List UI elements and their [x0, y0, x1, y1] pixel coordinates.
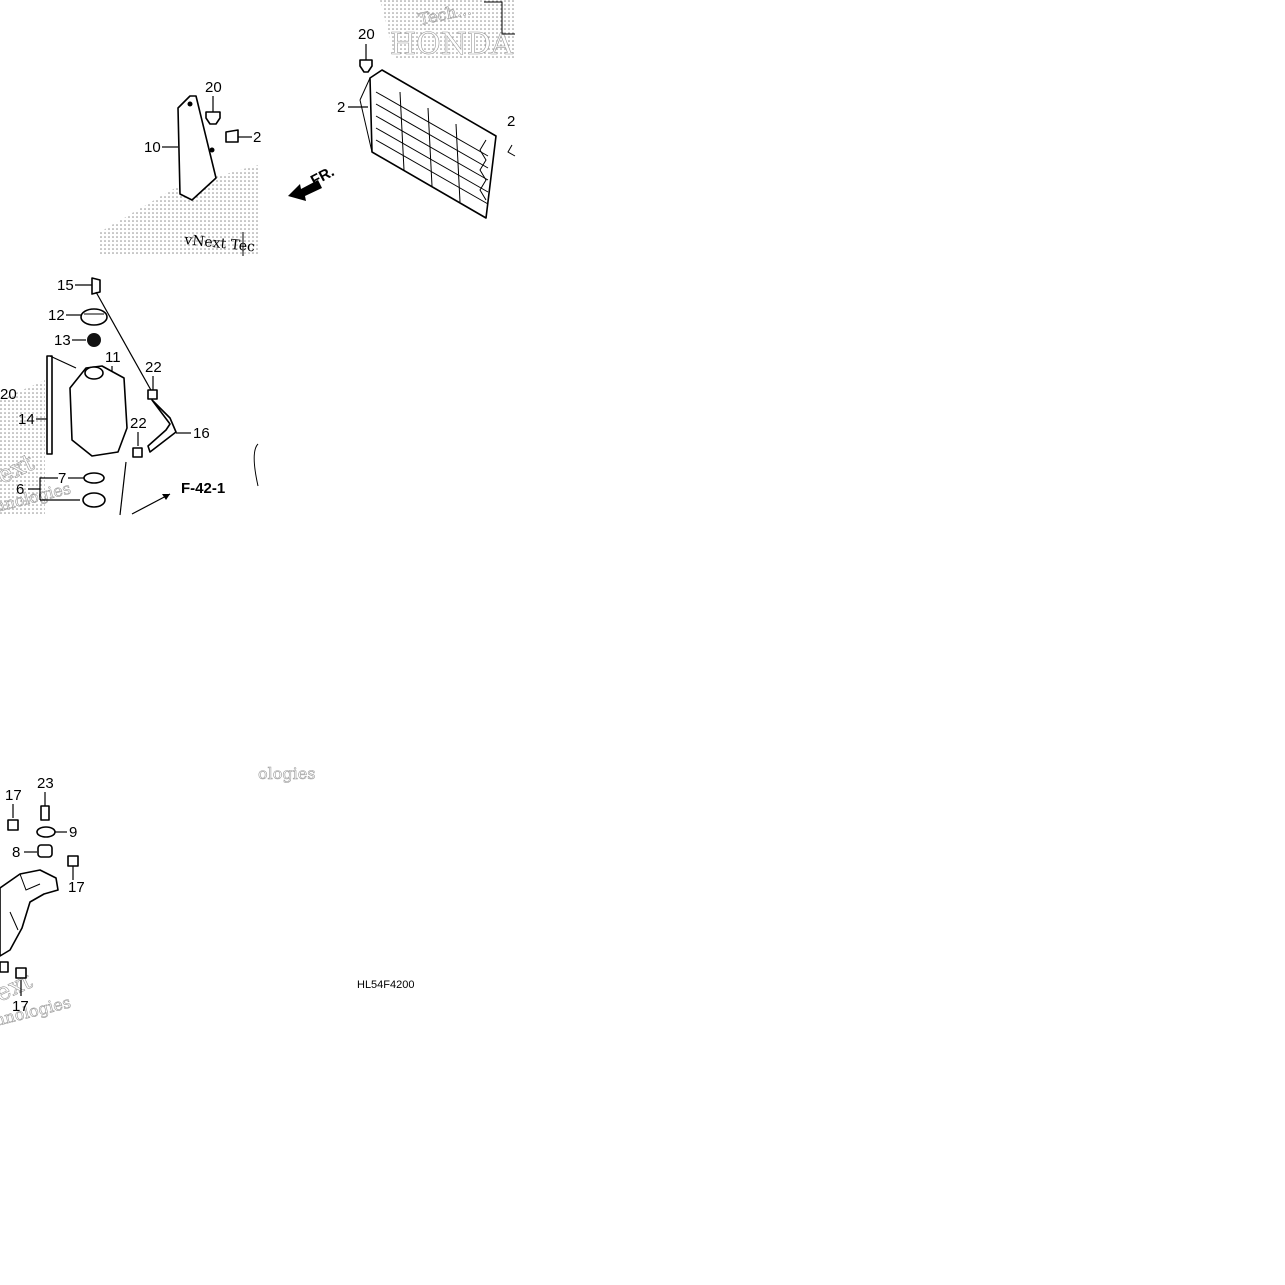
- callout-20-tank: 20: [0, 386, 17, 403]
- fastener-partial-right: [507, 144, 516, 157]
- clip-2-shroud: [225, 129, 239, 143]
- callout-12: 12: [48, 307, 65, 324]
- callout-20-shroud: 20: [205, 79, 222, 96]
- grommet-8: [37, 844, 53, 858]
- callout-6: 6: [16, 481, 24, 498]
- bolt-23: [40, 805, 50, 821]
- cap-6: [82, 492, 106, 508]
- callout-8: 8: [12, 844, 20, 861]
- callout-17-bottom: 17: [12, 998, 29, 1015]
- watermark-band-left: [0, 380, 45, 515]
- leader-6: [28, 477, 58, 490]
- radiator-grille: [359, 69, 497, 219]
- callout-22-upper: 22: [145, 359, 162, 376]
- callout-9: 9: [69, 824, 77, 841]
- oring-7: [83, 472, 105, 484]
- clamp-15: [91, 277, 101, 295]
- tube-15-line: [95, 291, 153, 393]
- watermark-mid-left: vNext Tec: [183, 232, 256, 255]
- ref-arrow-head: [162, 494, 170, 500]
- mount-bracket: [0, 869, 59, 957]
- clip-20-top: [359, 59, 373, 73]
- hose-16: [147, 399, 177, 453]
- bolt-17-bottom: [15, 967, 27, 979]
- bolt-lower-left: [0, 961, 9, 973]
- bracket-detail: [9, 873, 41, 931]
- corner-frame-top: [484, 1, 515, 35]
- callout-23: 23: [37, 775, 54, 792]
- watermark-bottom-mid: ologies: [258, 764, 315, 783]
- watermark-top-brand: HONDA: [390, 27, 513, 62]
- panel-shroud: vNext Tec 20 2 10 FR.: [100, 79, 337, 256]
- watermark-band-top: [380, 0, 515, 58]
- panel-mount-bracket: ologies 17 23 9 8 17 ext hnologies 17 HL…: [0, 764, 415, 1030]
- callout-7: 7: [58, 470, 66, 487]
- watermark-band-mid: [100, 165, 258, 256]
- callout-2-shroud-right: 2: [253, 129, 261, 146]
- bolt-17-top: [7, 819, 19, 831]
- callout-2-grille-right: 2: [507, 113, 515, 130]
- ref-f-42-1: F-42-1: [181, 480, 225, 497]
- clamp-22-lower: [132, 447, 143, 458]
- callout-11: 11: [105, 349, 121, 366]
- clip-20-shroud: [205, 111, 221, 125]
- callout-16: 16: [193, 425, 210, 442]
- front-arrow: [288, 180, 322, 201]
- callout-17-right: 17: [68, 879, 85, 896]
- bolt-17-right: [67, 855, 79, 867]
- callout-14: 14: [18, 411, 35, 428]
- partial-part-edge: [253, 443, 259, 487]
- panel-reserve-tank: ext hnologies 15 12 13 11 20 14 22 16 22: [0, 277, 259, 516]
- callout-15: 15: [57, 277, 74, 294]
- cap-12: [80, 308, 108, 326]
- leader-14-top: [49, 355, 77, 369]
- callout-2-grille: 2: [337, 99, 345, 116]
- tank-neck: [84, 366, 104, 380]
- callout-10: 10: [144, 139, 161, 156]
- seal-13: [87, 333, 101, 347]
- leader-hose-lower: [119, 461, 127, 516]
- shroud-hole-b: [209, 147, 215, 153]
- reserve-tank-11: [69, 365, 128, 457]
- shroud-10: [177, 95, 217, 201]
- tube-14: [46, 355, 53, 455]
- diagram-code: HL54F4200: [357, 979, 415, 991]
- shroud-hole-a: [187, 101, 193, 107]
- callout-17-top: 17: [5, 787, 22, 804]
- callout-13: 13: [54, 332, 71, 349]
- panel-radiator-grille: Tech... HONDA 20 2 2: [337, 0, 516, 219]
- clamp-22-upper: [147, 389, 158, 400]
- callout-20-top: 20: [358, 26, 375, 43]
- ref-arrow: [131, 493, 171, 515]
- washer-9: [36, 826, 56, 838]
- callout-22-lower: 22: [130, 415, 147, 432]
